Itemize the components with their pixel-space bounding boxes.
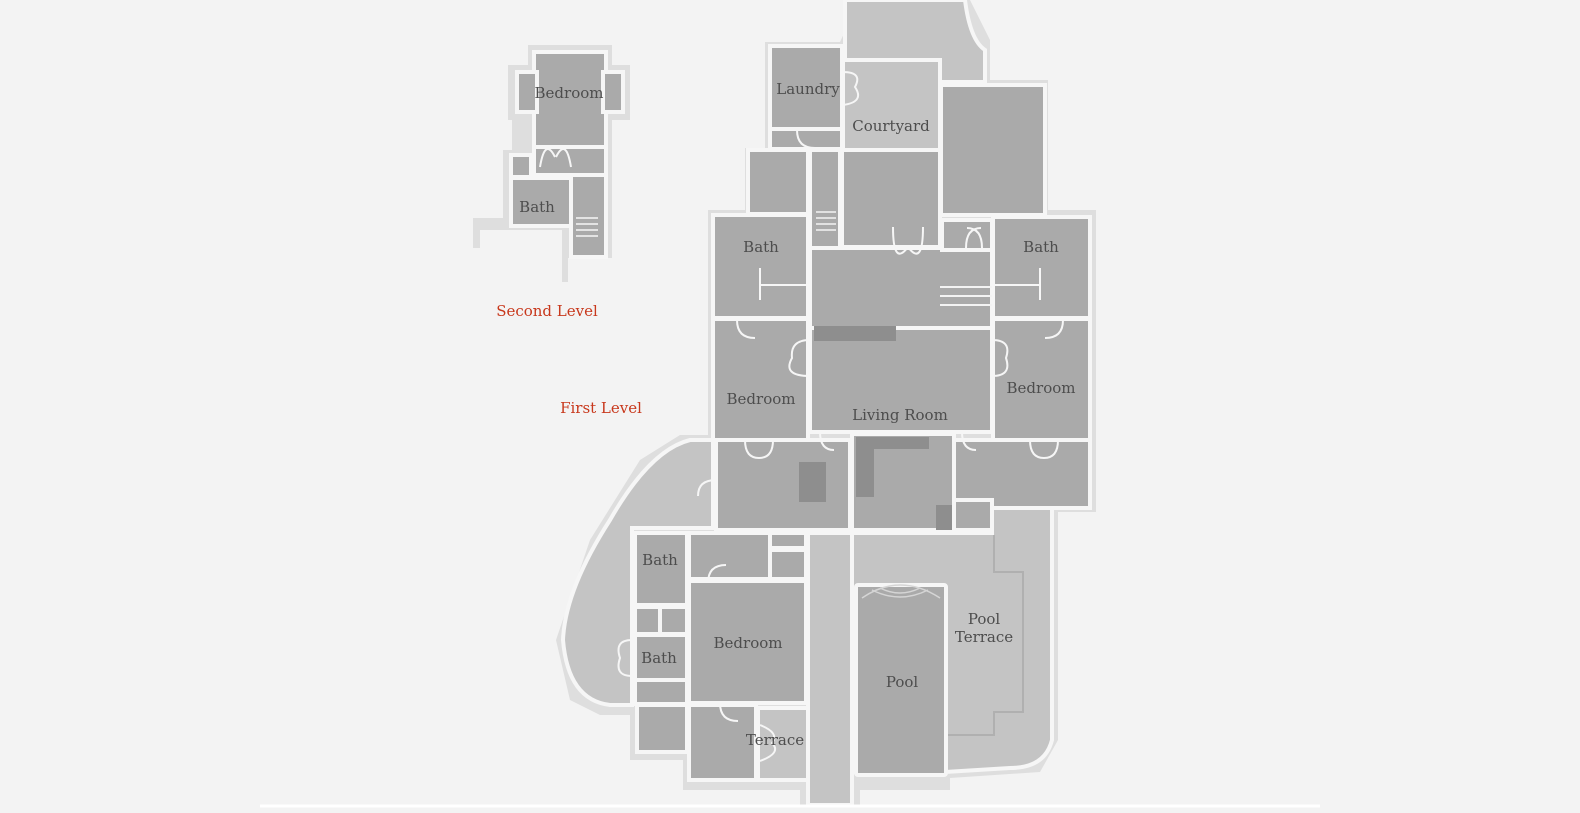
- room-label-bedroom-left: Bedroom: [727, 390, 796, 408]
- room-label-pool-terrace-line1: Pool: [968, 610, 1001, 628]
- second-level-bath: [509, 176, 573, 228]
- laundry: [768, 44, 844, 131]
- room-label-bath-lower-2: Bath: [641, 649, 677, 667]
- room-label-living-room: Living Room: [852, 406, 948, 424]
- room-label-pool: Pool: [886, 673, 919, 691]
- walkway: [806, 531, 854, 807]
- room-label-bath: Bath: [519, 198, 555, 216]
- second-level-plan: Bedroom Bath: [473, 45, 630, 282]
- bath-lower-1: [633, 531, 689, 607]
- room-label-pool-terrace-line2: Terrace: [955, 628, 1013, 646]
- bath-right: [991, 215, 1092, 320]
- side-garden: [560, 438, 715, 707]
- level-label-first[interactable]: First Level: [560, 399, 642, 417]
- room-label-terrace: Terrace: [746, 731, 804, 749]
- living-room: [808, 326, 994, 434]
- room-label-bedroom: Bedroom: [535, 84, 604, 102]
- stairs: [569, 173, 608, 259]
- bedroom-left: [711, 317, 810, 442]
- room-label-bath-lower-1: Bath: [642, 551, 678, 569]
- bath-left: [711, 213, 810, 320]
- room-label-laundry: Laundry: [776, 80, 840, 98]
- room-label-bedroom-lower: Bedroom: [714, 634, 783, 652]
- hallway: [808, 148, 842, 252]
- room-label-courtyard: Courtyard: [852, 117, 930, 135]
- room-label-bath-left: Bath: [743, 238, 779, 256]
- bath-lower-2: [633, 633, 689, 682]
- room-label-bedroom-right: Bedroom: [1007, 379, 1076, 397]
- level-label-second[interactable]: Second Level: [496, 302, 598, 320]
- first-level-plan: Laundry Courtyard Bath Bath Bedroom Bedr…: [556, 0, 1096, 807]
- courtyard: [841, 58, 942, 152]
- bedroom-right: [991, 317, 1092, 442]
- room-label-bath-right: Bath: [1023, 238, 1059, 256]
